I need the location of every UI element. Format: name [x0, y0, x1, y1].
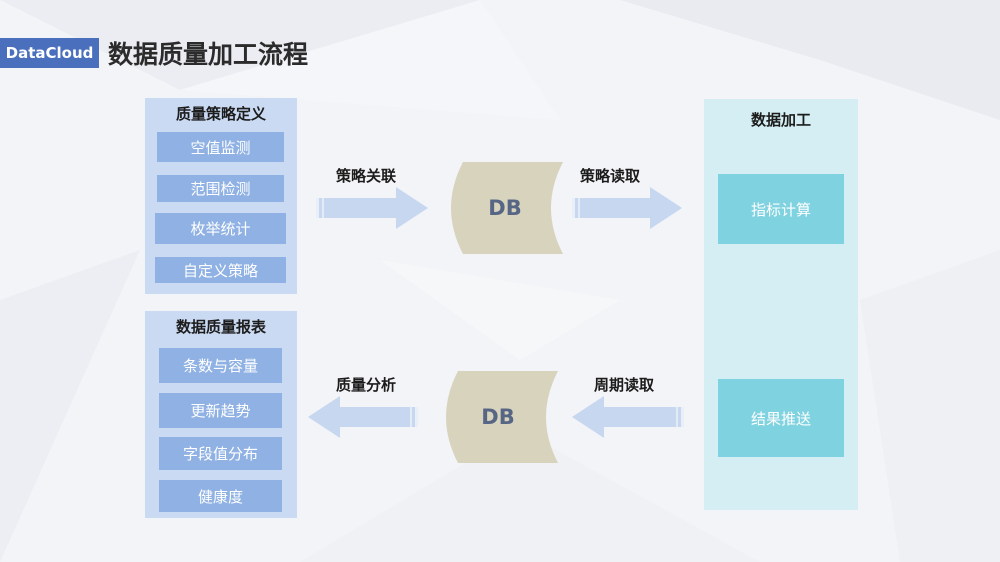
strategy-item-range-check: 范围检测: [157, 175, 284, 202]
label-periodic-read: 周期读取: [594, 376, 655, 394]
page-title: 数据质量加工流程: [108, 40, 309, 69]
report-item-health: 健康度: [159, 480, 282, 512]
processing-panel-title: 数据加工: [750, 111, 811, 129]
processing-box-metric-calc: 指标计算: [718, 174, 844, 244]
arrow-left-quality-analysis: [308, 396, 418, 438]
database-bottom-label: DB: [481, 405, 515, 429]
strategy-item-enum-stats: 枚举统计: [155, 213, 286, 244]
strategy-panel: 质量策略定义 空值监测 范围检测 枚举统计 自定义策略: [145, 98, 297, 294]
label-strategy-read: 策略读取: [580, 167, 641, 185]
processing-panel: 数据加工 指标计算 结果推送: [704, 99, 858, 510]
database-top-icon: [451, 162, 563, 254]
report-item-field-distribution: 字段值分布: [159, 437, 282, 470]
strategy-panel-title: 质量策略定义: [175, 105, 266, 123]
label-quality-analysis: 质量分析: [336, 376, 397, 394]
processing-box-result-push: 结果推送: [718, 379, 844, 457]
database-bottom-icon: [446, 371, 558, 463]
report-panel-title: 数据质量报表: [175, 318, 266, 336]
arrow-left-periodic-read: [572, 396, 684, 438]
report-item-count-capacity: 条数与容量: [159, 348, 282, 383]
arrow-right-strategy-read: [572, 187, 682, 229]
label-strategy-link: 策略关联: [336, 167, 397, 185]
report-item-update-trend: 更新趋势: [159, 393, 282, 428]
arrow-right-strategy-link: [316, 187, 428, 229]
brand-badge: DataCloud: [0, 38, 99, 68]
strategy-item-custom: 自定义策略: [155, 257, 286, 283]
strategy-item-null-check: 空值监测: [157, 132, 284, 162]
report-panel: 数据质量报表 条数与容量 更新趋势 字段值分布 健康度: [145, 311, 297, 518]
database-top-label: DB: [488, 196, 522, 220]
